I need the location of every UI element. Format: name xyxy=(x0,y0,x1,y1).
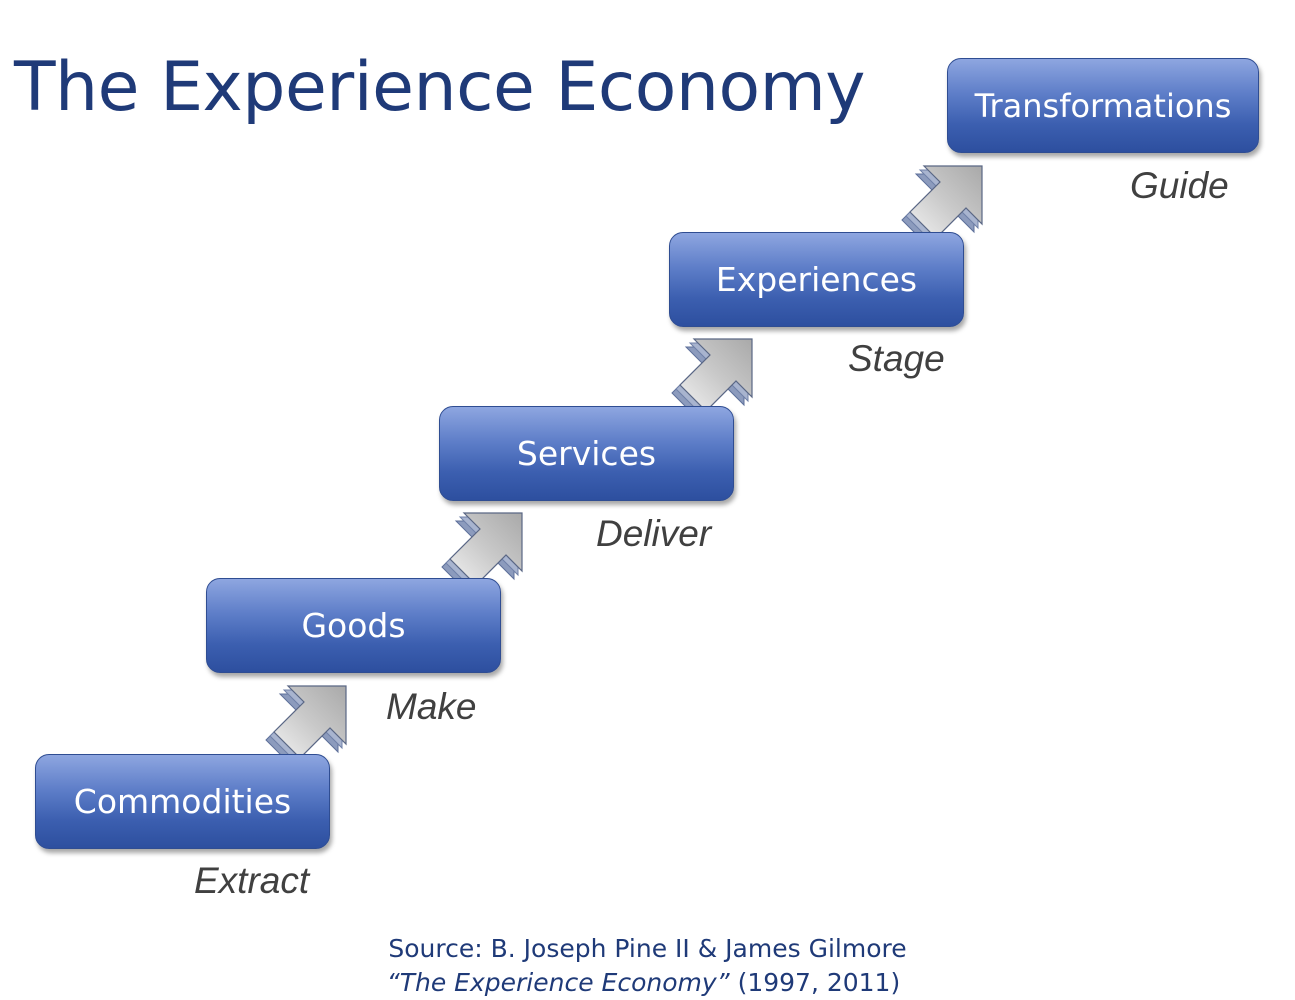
step-verb-make: Make xyxy=(386,686,477,727)
step-verb-guide: Guide xyxy=(1130,165,1229,206)
arrow-goods-to-services xyxy=(441,512,523,594)
source-book-line: “The Experience Economy” (1997, 2011) xyxy=(0,966,1291,1000)
step-verb-deliver: Deliver xyxy=(596,513,712,554)
step-box-goods: Goods xyxy=(206,578,501,673)
arrow-services-to-experiences xyxy=(671,338,753,420)
step-box-experiences: Experiences xyxy=(669,232,964,327)
step-box-commodities: Commodities xyxy=(35,754,330,849)
source-years: (1997, 2011) xyxy=(737,968,901,997)
step-verb-stage: Stage xyxy=(848,338,945,379)
source-citation: Source: B. Joseph Pine II & James Gilmor… xyxy=(0,932,1295,1000)
step-box-transformations: Transformations xyxy=(947,58,1259,153)
source-authors: Source: B. Joseph Pine II & James Gilmor… xyxy=(388,934,907,963)
step-box-services: Services xyxy=(439,406,734,501)
page-title: The Experience Economy xyxy=(14,48,866,127)
step-verb-extract: Extract xyxy=(194,860,310,901)
source-book-title: “The Experience Economy” xyxy=(386,968,730,997)
arrow-commodities-to-goods xyxy=(265,685,347,767)
